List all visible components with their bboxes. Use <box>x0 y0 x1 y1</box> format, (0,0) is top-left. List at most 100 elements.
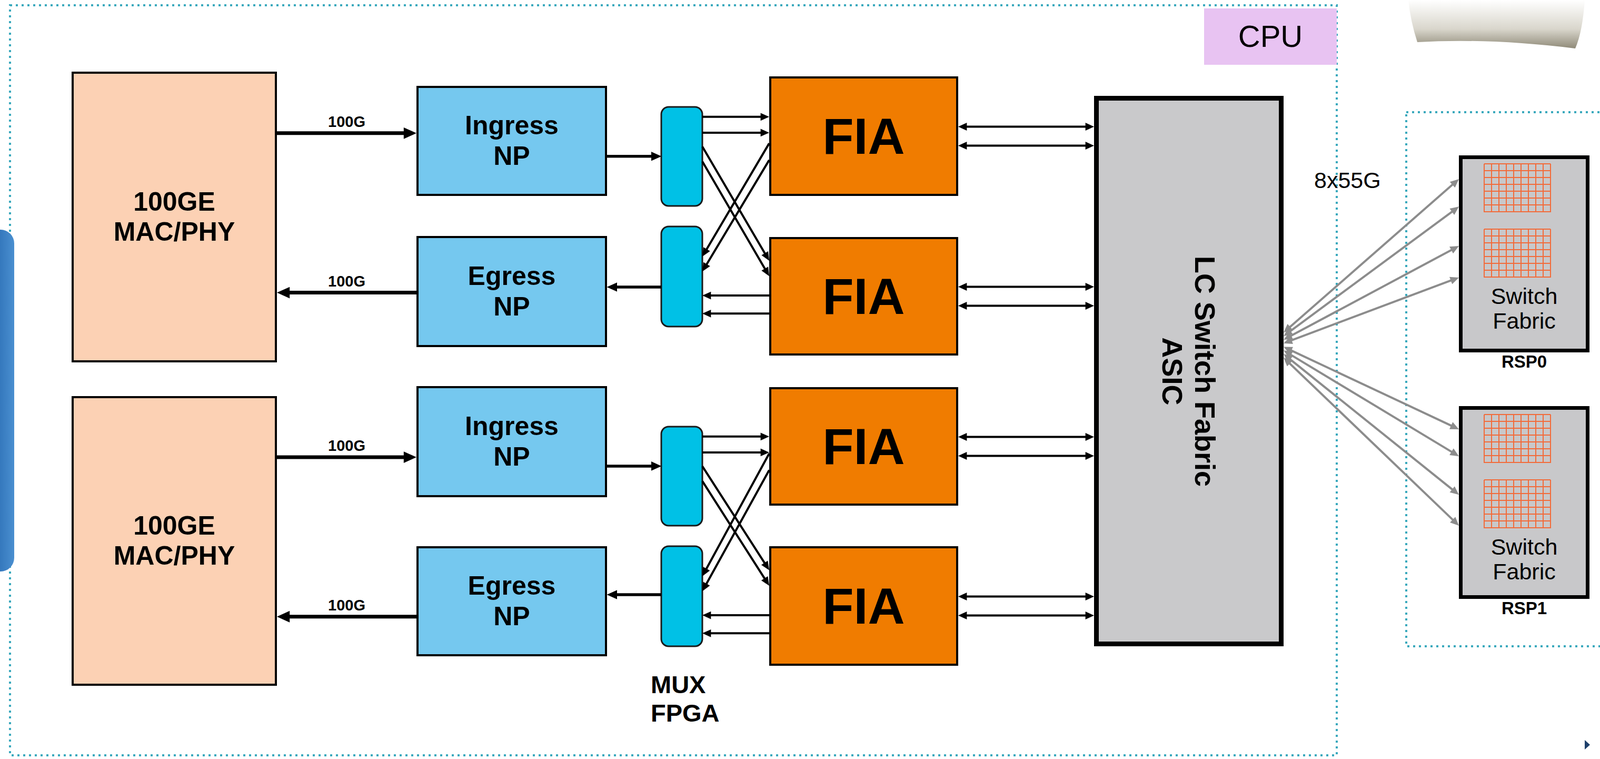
connector-line <box>1289 279 1453 341</box>
arrow-head <box>702 246 711 257</box>
connector <box>958 611 1095 620</box>
grid-line <box>1484 176 1551 178</box>
connector-line <box>607 464 654 467</box>
arrow-head <box>702 611 711 620</box>
grid-line <box>1484 434 1551 436</box>
grid-line <box>1484 211 1551 213</box>
connector <box>607 282 770 318</box>
connector-line <box>965 595 1088 598</box>
connector-line <box>614 592 662 596</box>
arrow-head <box>958 141 967 150</box>
connector <box>1283 346 1459 430</box>
connector <box>958 122 1095 131</box>
connector <box>958 301 1095 310</box>
connector <box>1283 357 1459 526</box>
arrow-head <box>761 266 770 276</box>
connector-line <box>965 125 1088 128</box>
arrow-head <box>702 309 711 318</box>
arrow-head <box>761 575 770 586</box>
box-label: Egress NP <box>453 261 570 322</box>
arrow-head <box>1449 421 1459 430</box>
arrow-head <box>702 581 710 592</box>
arrow-head <box>607 282 618 292</box>
slide-corner-shape <box>1408 0 1585 49</box>
grid-line <box>1484 479 1551 481</box>
card-name: RSP1 <box>1446 598 1600 619</box>
arrow-head <box>702 291 711 300</box>
arrow-head <box>958 301 967 310</box>
connector-line <box>1289 249 1454 337</box>
connector-line <box>965 435 1088 439</box>
fia-box: FIA <box>769 76 959 196</box>
connector-line <box>709 312 770 315</box>
grid-line <box>1484 163 1551 165</box>
grid-line <box>1484 228 1551 230</box>
cpu-box: CPU <box>1204 8 1337 65</box>
connector <box>1283 276 1459 344</box>
edge-label: 100G <box>328 273 366 291</box>
edge-label: 100G <box>328 597 366 614</box>
slide-edge-shape <box>0 229 15 572</box>
connector-line <box>709 631 770 634</box>
connector-line <box>614 592 662 596</box>
arrow-head <box>760 112 770 121</box>
arrow-head <box>1085 592 1095 601</box>
connector <box>607 112 770 161</box>
connector <box>607 461 770 586</box>
box-label: Ingress NP <box>453 110 570 172</box>
connector-line <box>965 285 1088 288</box>
grid-line <box>1484 527 1551 529</box>
connector <box>1283 206 1459 336</box>
arrow-head <box>1449 485 1459 495</box>
grid-line <box>1484 249 1551 251</box>
connector-line <box>965 304 1088 307</box>
connector <box>958 451 1095 460</box>
connector-line <box>614 285 662 289</box>
connector-line <box>607 154 654 158</box>
connector-line <box>965 614 1088 617</box>
arrow-head <box>760 432 770 441</box>
mac-phy-box: 100GE MAC/PHY <box>71 395 277 686</box>
connector-line <box>607 154 654 158</box>
grid-line <box>1484 413 1551 415</box>
box-label: Switch Fabric <box>1462 534 1586 585</box>
arrow-head <box>1283 332 1294 340</box>
grid-line <box>1484 190 1551 192</box>
grid-line <box>1484 170 1551 172</box>
connector-line <box>1288 183 1454 329</box>
grid-line <box>1484 269 1551 271</box>
arrow-head <box>1449 179 1459 188</box>
arrow-head <box>651 151 662 161</box>
arrow-head <box>1085 282 1095 291</box>
arrow-head <box>276 286 290 299</box>
connector-line <box>702 465 766 564</box>
arrow-head <box>1085 122 1095 131</box>
arrow-head <box>958 122 967 131</box>
slide-marker <box>1584 739 1590 750</box>
rsp-card: Switch FabricRSP0 <box>1458 155 1590 353</box>
arrow-head <box>1449 206 1459 215</box>
connector-line <box>702 115 763 118</box>
box-label: Egress NP <box>453 570 570 632</box>
arrow-head <box>958 611 967 620</box>
box-label: Ingress NP <box>453 411 570 472</box>
card-name: RSP0 <box>1446 351 1600 372</box>
mux-fpga <box>661 545 703 647</box>
connector-line <box>702 435 763 438</box>
connector-line <box>965 454 1088 457</box>
box-label: 100GE MAC/PHY <box>100 510 248 572</box>
mux-fpga <box>661 426 703 526</box>
fia-box: FIA <box>769 545 959 666</box>
arrow-head <box>403 127 417 139</box>
grid-line <box>1484 255 1551 257</box>
box-label: FIA <box>822 416 905 476</box>
arrow-head <box>1085 301 1095 310</box>
box-label: 100GE MAC/PHY <box>100 186 248 248</box>
connector-line <box>702 131 763 134</box>
connector-line <box>1289 210 1454 332</box>
arrow-head <box>276 610 290 623</box>
arrow-head <box>1449 448 1459 456</box>
arrow-head <box>702 566 710 576</box>
arrow-head <box>958 592 967 601</box>
